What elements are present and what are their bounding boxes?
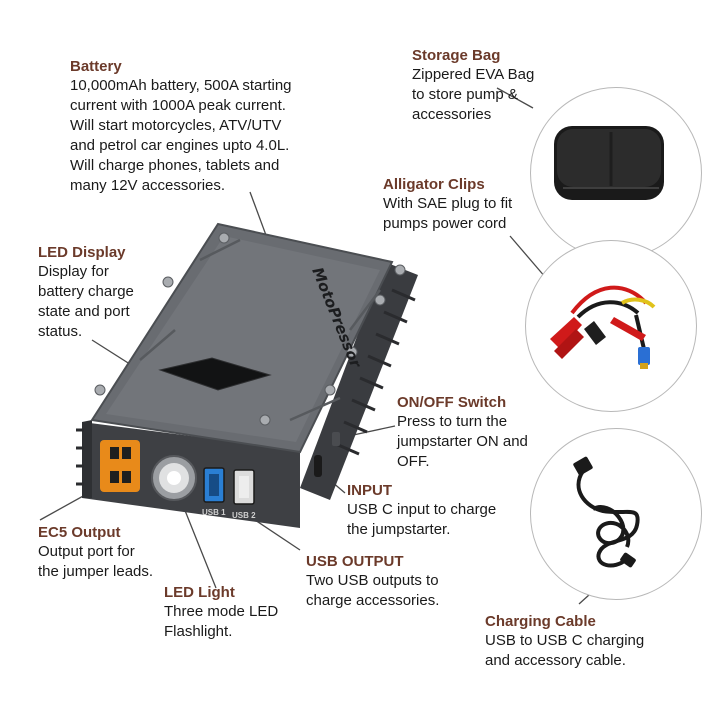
charging-cable-circle (530, 428, 702, 600)
screw (259, 414, 271, 426)
usb2-label: USB 2 (232, 511, 256, 520)
side-ribs (300, 262, 418, 500)
input-desc: USB C input to charge the jumpstarter. (347, 501, 497, 538)
screw (94, 384, 106, 396)
ec5-output-title: EC5 Output (38, 524, 121, 541)
screw (374, 294, 386, 306)
power-button (332, 432, 340, 446)
battery-desc: 10,000mAh battery, 500A starting current… (70, 77, 292, 194)
storage-bag-icon (554, 126, 664, 200)
alligator-clips-leader (509, 235, 547, 279)
usb-output-title: USB OUTPUT (306, 553, 404, 570)
usb1-label: USB 1 (202, 508, 226, 517)
alligator-clips-circle (525, 240, 697, 412)
alligator-clips-desc: With SAE plug to fit pumps power cord (383, 195, 513, 232)
screw (346, 346, 358, 358)
battery-callout: Battery 10,000mAh battery, 500A starting… (70, 58, 292, 196)
led-light-title: LED Light (164, 584, 235, 601)
onoff-switch-desc: Press to turn the jumpstarter ON and OFF… (397, 413, 528, 470)
led-display-desc: Display for battery charge state and por… (38, 263, 134, 340)
usb-output-callout: USB OUTPUT Two USB outputs to charge acc… (306, 553, 439, 611)
input-title: INPUT (347, 482, 392, 499)
storage-bag-title: Storage Bag (412, 47, 501, 64)
storage-bag-callout: Storage Bag Zippered EVA Bag to store pu… (412, 47, 534, 125)
onoff-switch-callout: ON/OFF Switch Press to turn the jumpstar… (397, 394, 528, 472)
led-light-desc: Three mode LED Flashlight. (164, 603, 279, 640)
storage-bag-leader (496, 87, 534, 109)
input-callout: INPUT USB C input to charge the jumpstar… (347, 482, 496, 540)
alligator-clips-callout: Alligator Clips With SAE plug to fit pum… (383, 176, 512, 234)
led-display-callout: LED Display Display for battery charge s… (38, 244, 134, 342)
led-display-window (160, 358, 270, 390)
charging-cable-desc: USB to USB C charging and accessory cabl… (485, 632, 645, 669)
screw (162, 276, 174, 288)
ec5-port (100, 440, 140, 492)
storage-bag-desc: Zippered EVA Bag to store pump & accesso… (412, 66, 535, 123)
onoff-switch-title: ON/OFF Switch (397, 394, 507, 411)
ec5-output-desc: Output port for the jumper leads. (38, 543, 154, 580)
battery-title: Battery (70, 58, 122, 75)
screw (324, 384, 336, 396)
screw (218, 232, 230, 244)
usb-output-desc: Two USB outputs to charge accessories. (306, 572, 440, 609)
charging-cable-callout: Charging Cable USB to USB C charging and… (485, 613, 644, 671)
alligator-clips-icon (550, 285, 656, 369)
led-light-callout: LED Light Three mode LED Flashlight. (164, 584, 278, 642)
ec5-output-callout: EC5 Output Output port for the jumper le… (38, 524, 153, 582)
charging-cable-title: Charging Cable (485, 613, 596, 630)
storage-bag-circle (530, 87, 702, 259)
led-display-title: LED Display (38, 244, 126, 261)
alligator-clips-title: Alligator Clips (383, 176, 485, 193)
led-light-leader (179, 497, 217, 589)
charging-cable-icon (573, 456, 640, 568)
usbc-input-port (314, 455, 322, 477)
screw (394, 264, 406, 276)
